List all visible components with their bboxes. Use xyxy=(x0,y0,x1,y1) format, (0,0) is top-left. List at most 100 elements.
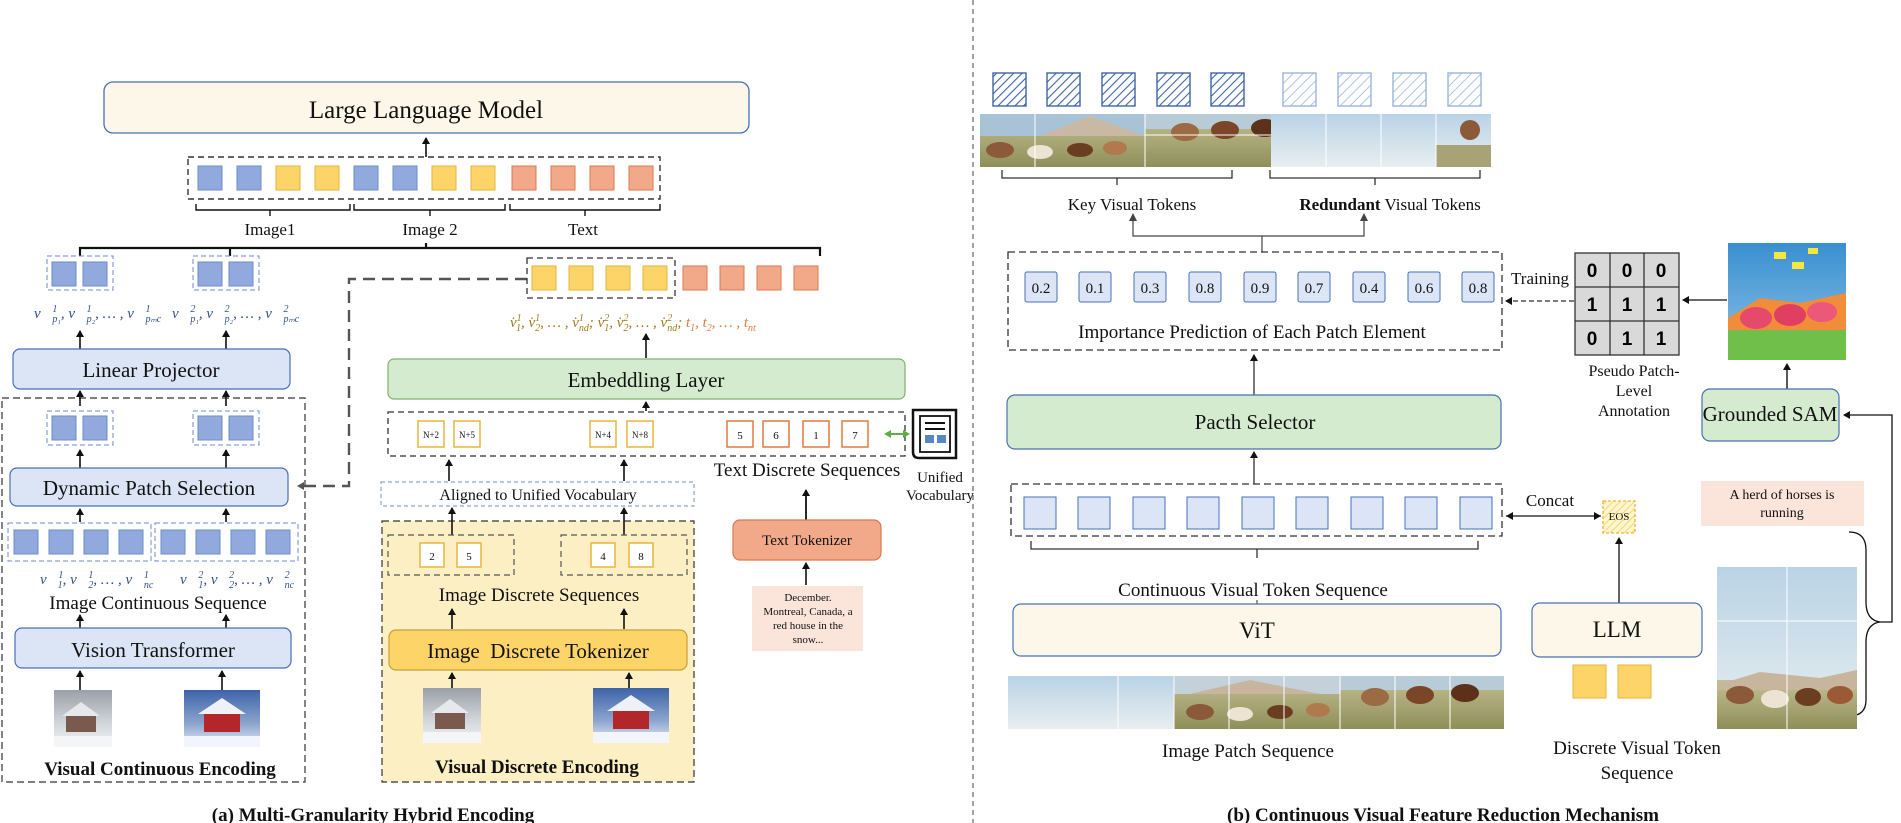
key-patch-images xyxy=(980,114,1310,167)
aligned-vocabulary-label: Aligned to Unified Vocabulary xyxy=(439,487,636,504)
svg-text:1: 1 xyxy=(1622,329,1633,350)
svg-text:5: 5 xyxy=(466,551,472,563)
text-input-line-4: snow... xyxy=(793,634,824,646)
caption-left: (a) Multi-Granularity Hybrid Encoding xyxy=(212,805,535,823)
vision-transformer-box xyxy=(14,627,292,669)
continuous-patches-image2 xyxy=(154,522,299,562)
text-input-line-2: Montreal, Canada, a xyxy=(763,606,852,618)
svg-text:2: 2 xyxy=(429,551,435,563)
text-tokenizer-box xyxy=(732,519,882,561)
svg-text:0: 0 xyxy=(1622,261,1633,282)
snow-house-image-1 xyxy=(54,690,112,747)
svg-text:0.9: 0.9 xyxy=(1251,281,1270,297)
dynamic-patch-selection-label: Dynamic Patch Selection xyxy=(43,476,256,500)
svg-text:0.7: 0.7 xyxy=(1305,281,1324,297)
grounded-sam-label: Grounded SAM xyxy=(1703,402,1838,426)
visual-continuous-encoding-label: Visual Continuous Encoding xyxy=(44,759,276,780)
svg-text:6: 6 xyxy=(773,430,779,442)
text-input-box xyxy=(752,586,863,651)
discrete-code-group-1 xyxy=(387,534,515,576)
svg-text:0: 0 xyxy=(1587,329,1598,350)
llm-input-tokens xyxy=(197,165,654,191)
text-tokenizer-label: Text Tokenizer xyxy=(762,533,852,549)
unified-vocabulary-label-2: Vocabulary xyxy=(906,488,975,504)
aligned-vocabulary-box xyxy=(380,481,695,507)
llm-small-label: LLM xyxy=(1593,617,1642,642)
svg-text:0.4: 0.4 xyxy=(1360,281,1379,297)
discrete-visual-token-1 xyxy=(1572,664,1607,699)
dynamic-patch-selection-box xyxy=(9,467,289,507)
svg-text:5: 5 xyxy=(737,430,743,442)
patch-selector-box xyxy=(1006,394,1502,450)
training-label: Training xyxy=(1511,269,1569,288)
group-label-image1: Image1 xyxy=(245,220,296,239)
svg-text:1: 1 xyxy=(1587,295,1598,316)
book-icon xyxy=(911,408,958,460)
patch-selector-label: Pacth Selector xyxy=(1195,410,1316,434)
visual-continuous-encoding-panel xyxy=(1,397,306,783)
unified-vocabulary-label: Unified xyxy=(917,470,963,486)
text-input-line-1: December. xyxy=(784,592,832,604)
discrete-visual-token-sequence-label-2: Sequence xyxy=(1601,763,1674,784)
grounded-sam-box xyxy=(1701,388,1840,442)
key-visual-tokens-label: Key Visual Tokens xyxy=(1068,195,1196,214)
discrete-visual-token-2 xyxy=(1617,664,1652,699)
visual-discrete-encoding-label: Visual Discrete Encoding xyxy=(435,757,639,778)
image-continuous-sequence-label: Image Continuous Sequence xyxy=(49,593,266,614)
horses-photo xyxy=(1717,567,1857,729)
svg-text:1: 1 xyxy=(1656,329,1667,350)
pseudo-annotation-label-1: Pseudo Patch- xyxy=(1588,363,1679,380)
svg-text:4: 4 xyxy=(600,551,606,563)
key-hatched-tokens xyxy=(992,72,1245,107)
herd-caption-box xyxy=(1701,481,1864,526)
svg-text:N+5: N+5 xyxy=(459,430,476,440)
svg-text:0: 0 xyxy=(1587,261,1598,282)
concat-label: Concat xyxy=(1526,491,1574,510)
linear-projector-box xyxy=(12,348,291,390)
pseudo-annotation-label-3: Annotation xyxy=(1598,403,1670,420)
vit-box xyxy=(1012,603,1502,657)
svg-text:1: 1 xyxy=(1622,295,1633,316)
svg-text:N+4: N+4 xyxy=(595,430,612,440)
group-label-text: Text xyxy=(568,220,598,239)
image-patch-sequence-label: Image Patch Sequence xyxy=(1162,741,1334,762)
continuous-token-sequence-label: Continuous Visual Token Sequence xyxy=(1118,580,1388,601)
text-embedding-tokens xyxy=(682,265,819,291)
eos-token xyxy=(1602,500,1636,534)
snow-house-image-2 xyxy=(184,690,260,747)
continuous-visual-tokens xyxy=(1023,496,1493,530)
embedding-layer-box xyxy=(387,358,906,400)
projected-tokens-image1 xyxy=(46,255,114,291)
linear-projector-label: Linear Projector xyxy=(82,358,219,382)
redundant-hatched-tokens xyxy=(1282,72,1482,107)
svg-text:0.3: 0.3 xyxy=(1141,281,1160,297)
continuous-token-row xyxy=(1010,483,1503,537)
discrete-visual-token-sequence-label-1: Discrete Visual Token xyxy=(1553,738,1721,759)
svg-text:1: 1 xyxy=(1656,295,1667,316)
segmented-horse-image xyxy=(1728,243,1846,360)
discrete-embedding-tokens xyxy=(526,257,676,299)
svg-text:0.8: 0.8 xyxy=(1196,281,1215,297)
snow-house-image-4 xyxy=(593,688,669,743)
discrete-code-group-2 xyxy=(560,534,688,576)
svg-text:N+8: N+8 xyxy=(632,430,649,440)
svg-text:0.1: 0.1 xyxy=(1086,281,1105,297)
importance-score-tokens: 0.2 0.1 0.3 0.8 0.9 0.7 0.4 0.6 0.8 xyxy=(1024,271,1495,303)
image-patch-sequence-strip xyxy=(1008,676,1504,729)
pseudo-annotation-grid: 0 0 0 1 1 1 0 1 1 xyxy=(1574,252,1680,356)
svg-text:0.8: 0.8 xyxy=(1469,281,1488,297)
image-discrete-tokenizer-label: Image Discrete Tokenizer xyxy=(427,639,648,663)
embedding-layer-label: Embeddling Layer xyxy=(568,368,725,392)
svg-text:0.6: 0.6 xyxy=(1415,281,1434,297)
llm-box xyxy=(103,81,750,134)
eos-label: EOS xyxy=(1609,511,1630,523)
snow-house-image-3 xyxy=(423,688,481,743)
redundant-visual-tokens-label: Redundant Visual Tokens xyxy=(1299,195,1480,214)
text-input-line-3: red house in the xyxy=(773,620,843,632)
text-id-tokens: 5 6 1 7 xyxy=(726,420,869,448)
svg-text:0: 0 xyxy=(1656,261,1667,282)
